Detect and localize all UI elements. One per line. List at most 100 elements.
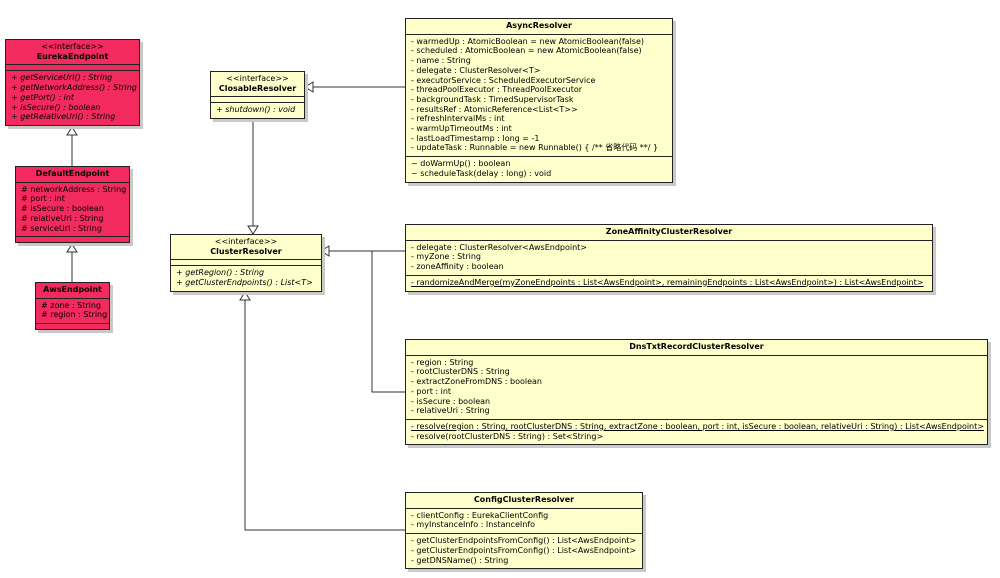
class-field: # serviceUrl : String <box>21 223 102 233</box>
class-header: AsyncResolver <box>406 19 672 35</box>
class-field: - isSecure : boolean <box>411 396 491 406</box>
class-field: - scheduled : AtomicBoolean = new Atomic… <box>411 46 642 56</box>
operations-section: - resolve(region : String, rootClusterDN… <box>406 420 987 444</box>
operations-section: - randomizeAndMerge(myZoneEndpoints : Li… <box>406 276 932 291</box>
class-field: - threadPoolExecutor : ThreadPoolExecuto… <box>411 85 583 95</box>
class-field: - myZone : String <box>411 252 481 262</box>
class-stereotype: <<interface>> <box>226 74 289 83</box>
attributes-section: # zone : String# region : String <box>36 299 109 325</box>
class-field: # region : String <box>41 310 108 320</box>
operations-section: - getClusterEndpointsFromConfig() : List… <box>406 534 642 568</box>
class-header: <<interface>>ClusterResolver <box>171 235 321 261</box>
class-method: ~ doWarmUp() : boolean <box>411 159 511 169</box>
attributes-section: - warmedUp : AtomicBoolean = new AtomicB… <box>406 35 672 158</box>
class-clusterresolver[interactable]: <<interface>>ClusterResolver + getRegion(… <box>170 234 322 292</box>
class-field: # port : int <box>21 194 65 204</box>
arrowhead-clusterresolver-right <box>320 245 330 257</box>
class-eurekaendpoint[interactable]: <<interface>>EurekaEndpoint + getServiceU… <box>5 39 140 126</box>
class-header: DefaultEndpoint <box>16 167 129 183</box>
class-method: + getNetworkAddress() : String <box>11 83 137 93</box>
class-field: - port : int <box>411 386 452 396</box>
class-method: + getPort() : int <box>11 92 74 102</box>
arrowhead-eurekaendpoint <box>66 126 78 136</box>
class-method: + isSecure() : boolean <box>11 102 101 112</box>
arrowhead-clusterresolver-bottom <box>239 291 251 301</box>
class-method: + getServiceUrl() : String <box>11 73 113 83</box>
arrowhead-clusterresolver-top <box>247 225 259 235</box>
operations-section: + shutdown() : void <box>211 103 304 118</box>
class-field: - extractZoneFromDNS : boolean <box>411 377 542 387</box>
class-field: - resultsRef : AtomicReference<List<T>> <box>411 104 578 114</box>
class-stereotype: <<interface>> <box>214 237 278 246</box>
class-closableresolver[interactable]: <<interface>>ClosableResolver + shutdown(… <box>210 71 305 120</box>
class-method: + getRegion() : String <box>176 268 265 278</box>
class-name: ClosableResolver <box>218 83 297 93</box>
class-method: - getDNSName() : String <box>411 555 509 565</box>
class-name: DefaultEndpoint <box>35 169 110 178</box>
class-field: - name : String <box>411 56 471 66</box>
class-name: ClusterResolver <box>210 246 282 256</box>
class-field: # zone : String <box>41 300 101 310</box>
class-zoneaffinityclusterresolver[interactable]: ZoneAffinityClusterResolver - delegate : … <box>405 224 933 292</box>
class-field: - myInstanceInfo : InstanceInfo <box>411 520 536 530</box>
class-asyncresolver[interactable]: AsyncResolver - warmedUp : AtomicBoolean … <box>405 18 673 183</box>
attributes-section: # networkAddress : String# port : int# i… <box>16 183 129 238</box>
class-method: - getClusterEndpointsFromConfig() : List… <box>411 545 637 555</box>
class-header: <<interface>>ClosableResolver <box>211 72 304 98</box>
class-field: - backgroundTask : TimedSupervisorTask <box>411 94 574 104</box>
class-dnstxtrecordclusterresolver[interactable]: DnsTxtRecordClusterResolver- region : St… <box>405 339 988 446</box>
class-name: AwsEndpoint <box>43 285 102 294</box>
class-field: - warmedUp : AtomicBoolean = new AtomicB… <box>411 36 645 46</box>
class-header: ZoneAffinityClusterResolver <box>406 225 932 241</box>
class-field: # networkAddress : String <box>21 184 127 194</box>
class-method: - randomizeAndMerge(myZoneEndpoints : Li… <box>411 277 924 287</box>
edge-dnstxtrecord-clusterresolver <box>371 251 405 393</box>
class-field: - lastLoadTimestamp : long = -1 <box>411 133 540 143</box>
attributes-section <box>211 97 304 104</box>
arrowhead-defaultendpoint <box>66 243 78 253</box>
class-method: ~ scheduleTask(delay : long) : void <box>411 168 552 178</box>
attributes-section <box>171 260 321 267</box>
class-field: - refreshIntervalMs : int <box>411 114 505 124</box>
class-field: - rootClusterDNS : String <box>411 367 510 377</box>
class-field: # relativeUri : String <box>21 213 104 223</box>
operations-section <box>16 237 129 242</box>
class-field: - executorService : ScheduledExecutorSer… <box>411 75 596 85</box>
class-field: - delegate : ClusterResolver<T> <box>411 65 541 75</box>
operations-section: ~ doWarmUp() : boolean~ scheduleTask(del… <box>406 157 672 181</box>
class-awsendpoint[interactable]: AwsEndpoint # zone : String# region : Str… <box>35 282 110 331</box>
arrowhead-closableresolver <box>304 81 314 93</box>
class-field: - region : String <box>411 357 474 367</box>
class-name: ConfigClusterResolver <box>473 495 575 504</box>
operations-section: + getServiceUrl() : String+ getNetworkAd… <box>6 71 139 125</box>
class-name: EurekaEndpoint <box>36 51 109 61</box>
edge-configresolver-clusterresolver <box>244 300 405 531</box>
class-field: - relativeUri : String <box>411 406 490 416</box>
class-name: ZoneAffinityClusterResolver <box>605 227 733 236</box>
class-method: - resolve(rootClusterDNS : String) : Set… <box>411 431 604 441</box>
attributes-section <box>6 65 139 72</box>
class-stereotype: <<interface>> <box>41 42 104 51</box>
attributes-section: - region : String- rootClusterDNS : Stri… <box>406 356 987 420</box>
class-field: # isSecure : boolean <box>21 204 104 214</box>
class-header: <<interface>>EurekaEndpoint <box>6 40 139 66</box>
class-field: - zoneAffinity : boolean <box>411 262 504 272</box>
class-defaultendpoint[interactable]: DefaultEndpoint # networkAddress : String… <box>15 166 130 244</box>
class-header: AwsEndpoint <box>36 283 109 299</box>
attributes-section: - delegate : ClusterResolver<AwsEndpoint… <box>406 241 932 276</box>
class-method: + getClusterEndpoints() : List<T> <box>176 278 313 288</box>
class-field: - delegate : ClusterResolver<AwsEndpoint… <box>411 242 588 252</box>
class-field: - warmUpTimeoutMs : int <box>411 124 512 134</box>
class-method: - resolve(region : String, rootClusterDN… <box>411 421 984 431</box>
class-field: - clientConfig : EurekaClientConfig <box>411 510 549 520</box>
class-method: + getRelativeUri() : String <box>11 112 116 122</box>
operations-section: + getRegion() : String+ getClusterEndpoi… <box>171 266 321 290</box>
class-name: AsyncResolver <box>506 21 572 30</box>
class-field: - updateTask : Runnable = new Runnable()… <box>411 143 659 153</box>
operations-section <box>36 324 109 329</box>
class-configclusterresolver[interactable]: ConfigClusterResolver - clientConfig : Eu… <box>405 492 643 570</box>
attributes-section: - clientConfig : EurekaClientConfig- myI… <box>406 509 642 535</box>
class-header: ConfigClusterResolver <box>406 493 642 509</box>
class-method: + shutdown() : void <box>216 105 296 115</box>
